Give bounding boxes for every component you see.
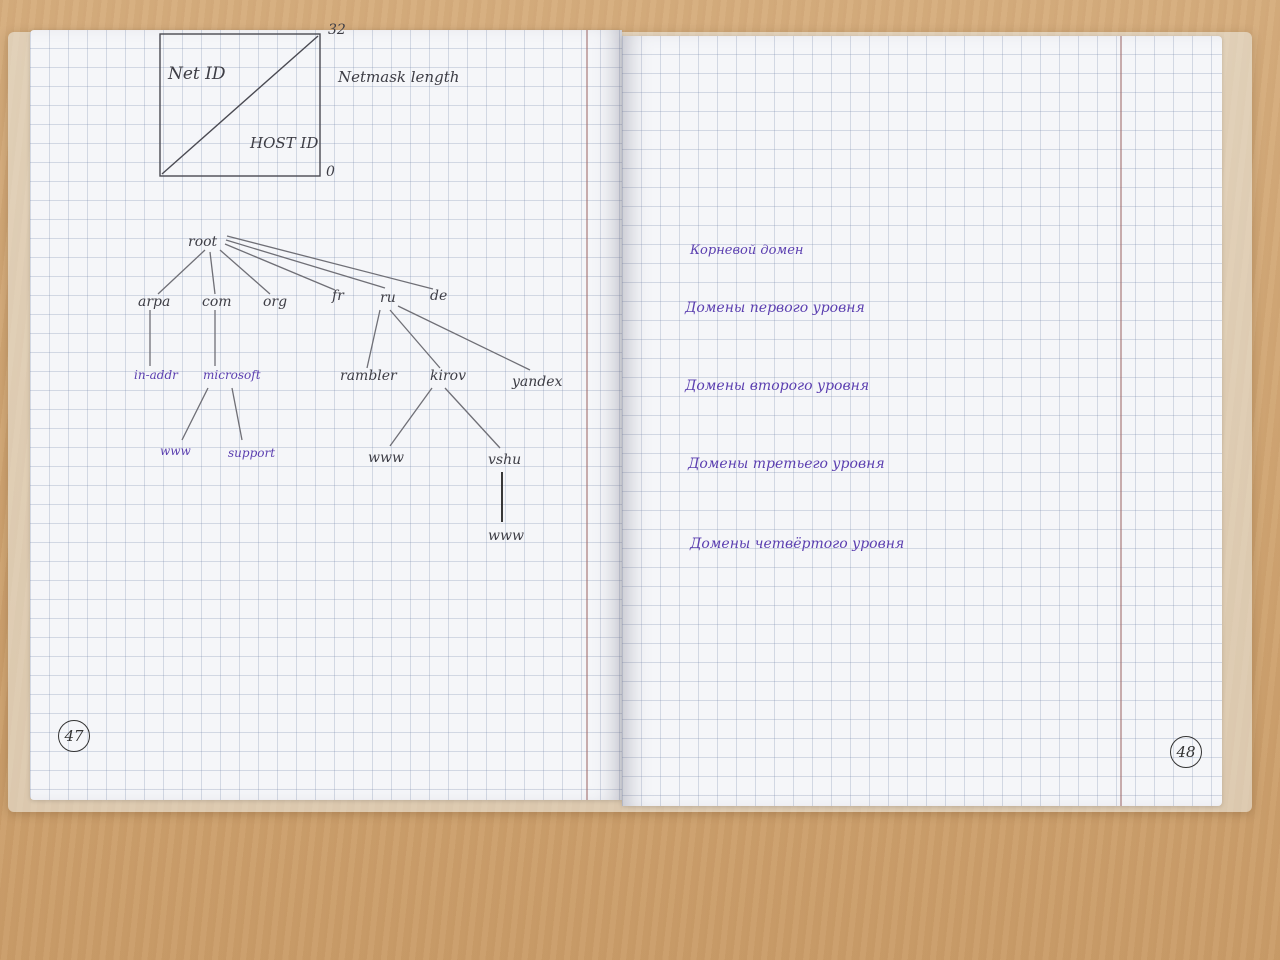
label-fourth-level-domains: Домены четвёртого уровня [690, 536, 905, 552]
value-32-label: 32 [328, 22, 346, 38]
left-page: 47 [30, 30, 622, 800]
label-third-level-domains: Домены третьего уровня [688, 456, 885, 472]
tree-node-arpa: arpa [138, 294, 171, 310]
tree-node-vshu: vshu [488, 452, 522, 468]
label-first-level-domains: Домены первого уровня [685, 300, 865, 316]
netmask-length-label: Netmask length [338, 68, 460, 86]
tree-node-ru: ru [380, 290, 396, 306]
right-page: 48 [622, 36, 1222, 806]
ip-box-diagonal [161, 35, 319, 175]
label-second-level-domains: Домены второго уровня [685, 378, 870, 394]
tree-node-vshu-www: www [488, 528, 524, 544]
tree-node-kirov-www: www [368, 450, 404, 466]
tree-node-microsoft: microsoft [203, 368, 261, 382]
value-0-label: 0 [326, 164, 335, 180]
tree-node-yandex: yandex [512, 374, 563, 390]
tree-node-in-addr: in-addr [134, 368, 178, 382]
ip-address-box [159, 33, 321, 177]
page-number-48: 48 [1170, 736, 1202, 768]
right-margin-line [1120, 36, 1122, 806]
left-margin-line [586, 30, 588, 800]
tree-node-rambler: rambler [340, 368, 397, 384]
page-number-47: 47 [58, 720, 90, 752]
tree-node-org: org [263, 294, 288, 310]
dns-tree-edges [149, 235, 531, 522]
label-root-domain: Корневой домен [690, 243, 804, 258]
tree-node-de: de [430, 288, 448, 304]
tree-node-com: com [202, 294, 232, 310]
tree-node-kirov: kirov [430, 368, 466, 384]
tree-node-fr: fr [332, 288, 344, 304]
net-id-label: Net ID [168, 64, 226, 84]
tree-node-support: support [228, 446, 276, 460]
tree-node-microsoft-www: www [160, 444, 191, 458]
tree-node-root: root [188, 234, 218, 250]
host-id-label: HOST ID [250, 134, 319, 152]
